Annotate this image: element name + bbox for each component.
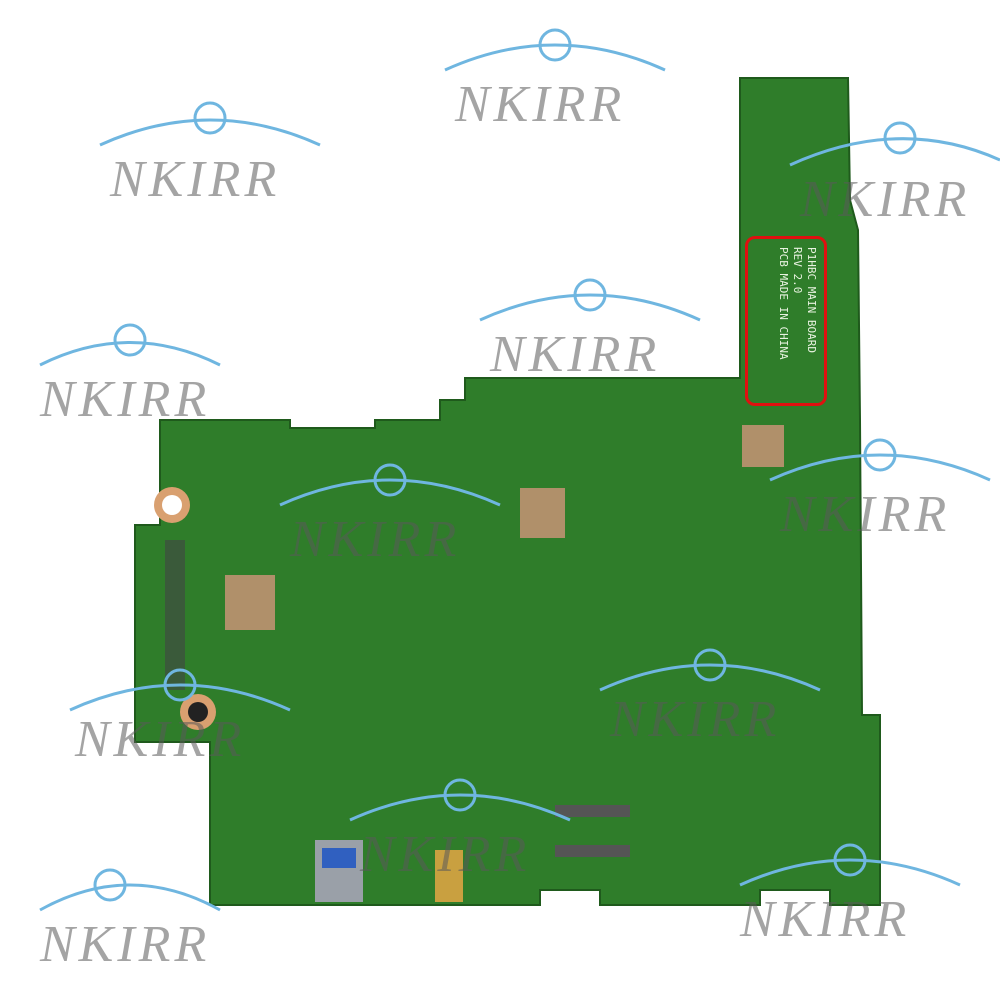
watermark: NKIRR bbox=[75, 711, 246, 768]
watermark: NKIRR bbox=[455, 76, 626, 133]
micro-usb-port bbox=[435, 850, 463, 902]
thermal-pad bbox=[225, 575, 275, 630]
thermal-pad bbox=[742, 425, 784, 467]
watermark: NKIRR bbox=[290, 511, 461, 568]
board-revision: REV 2.0 bbox=[791, 247, 804, 294]
watermark-arcs bbox=[39, 28, 1000, 912]
watermark: NKIRR bbox=[360, 826, 531, 883]
board-silkscreen: P1HBC MAIN BOARD REV 2.0 PCB MADE IN CHI… bbox=[776, 247, 818, 360]
watermark: NKIRR bbox=[40, 916, 211, 973]
watermark: NKIRR bbox=[110, 151, 281, 208]
board-origin: PCB MADE IN CHINA bbox=[777, 247, 790, 360]
watermark: NKIRR bbox=[610, 691, 781, 748]
watermark: NKIRR bbox=[740, 891, 911, 948]
connector bbox=[165, 540, 185, 690]
watermark: NKIRR bbox=[800, 171, 971, 228]
pcb-board bbox=[134, 77, 881, 906]
thermal-pad bbox=[520, 488, 565, 538]
board-name: P1HBC MAIN BOARD bbox=[805, 247, 818, 353]
watermark: NKIRR bbox=[780, 486, 951, 543]
highlight-box: P1HBC MAIN BOARD REV 2.0 PCB MADE IN CHI… bbox=[745, 236, 827, 406]
watermark: NKIRR bbox=[490, 326, 661, 383]
connector bbox=[555, 805, 630, 817]
connector bbox=[555, 845, 630, 857]
watermark: NKIRR bbox=[40, 371, 211, 428]
